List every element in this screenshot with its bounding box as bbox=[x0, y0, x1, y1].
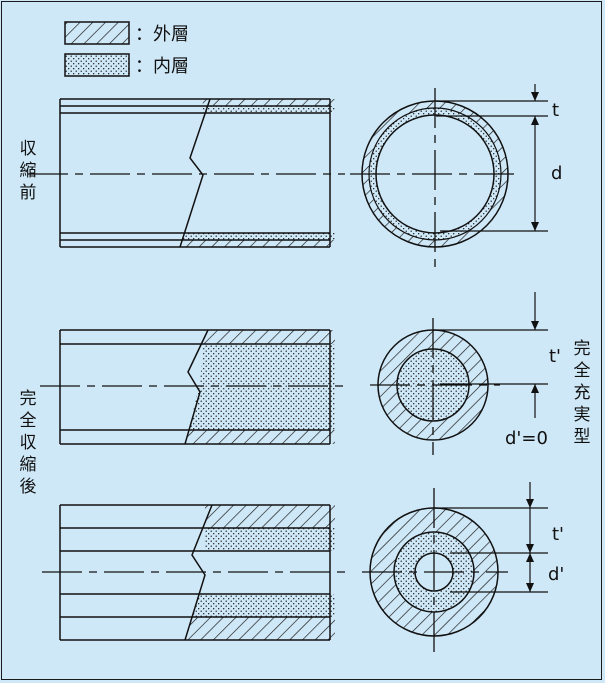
label-char: 充 bbox=[573, 383, 591, 403]
legend-inner-label: ：内層 bbox=[135, 56, 189, 77]
label-char: 全 bbox=[19, 411, 37, 431]
dim-label-d: d bbox=[551, 163, 562, 184]
tube-full-solid-side-view bbox=[40, 329, 345, 445]
label-char: 型 bbox=[573, 427, 591, 447]
label-char: 縮 bbox=[19, 161, 37, 181]
label-char: 後 bbox=[19, 477, 37, 497]
label-char: 完 bbox=[573, 339, 591, 359]
tube-after-cross-section: t' d' bbox=[362, 482, 564, 658]
label-char: 収 bbox=[19, 139, 37, 159]
label-char: 前 bbox=[19, 183, 37, 203]
label-after-shrink: 完 全 収 縮 後 bbox=[18, 388, 38, 498]
tube-before-side-view bbox=[28, 98, 345, 248]
label-char: 完 bbox=[19, 389, 37, 409]
dim-label-t-prime-1: t' bbox=[549, 346, 561, 367]
label-char: 実 bbox=[573, 405, 591, 425]
tube-full-solid-cross-section: t' d'=0 bbox=[370, 292, 561, 455]
legend-outer-label: ：外層 bbox=[135, 24, 189, 45]
dim-label-d-prime: d' bbox=[548, 564, 564, 585]
label-char: 全 bbox=[573, 361, 591, 381]
legend-inner-swatch bbox=[64, 53, 130, 77]
label-char: 収 bbox=[19, 433, 37, 453]
label-char: 縮 bbox=[19, 455, 37, 475]
legend-outer-swatch bbox=[64, 21, 130, 45]
dim-label-t-prime-2: t' bbox=[552, 524, 564, 545]
legend: ：外層 ：内層 bbox=[64, 21, 189, 77]
dim-label-d-zero: d'=0 bbox=[505, 428, 548, 449]
label-before-shrink: 収 縮 前 bbox=[18, 138, 38, 204]
tube-after-side-view bbox=[42, 504, 345, 641]
dim-label-t: t bbox=[552, 100, 559, 121]
tube-before-cross-section: t d bbox=[350, 84, 562, 270]
label-full-solid-type: 完 全 充 実 型 bbox=[572, 338, 592, 448]
